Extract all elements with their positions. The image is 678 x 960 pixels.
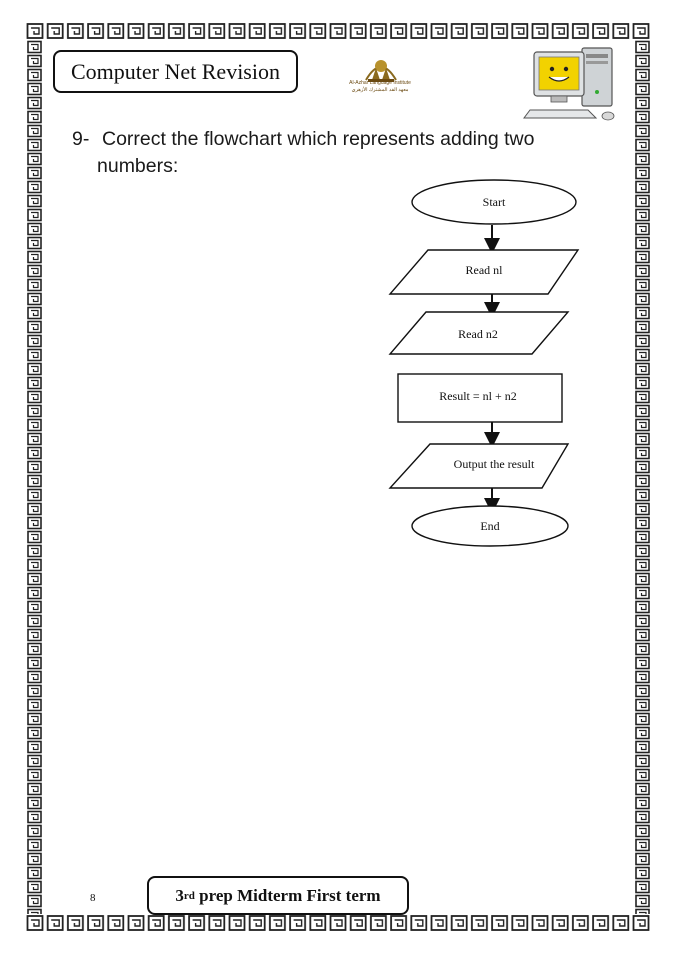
grade-number: 3: [175, 885, 184, 905]
flowchart-input-read-n2: [388, 311, 570, 355]
grade-suffix: rd: [183, 889, 195, 902]
question-line-2: numbers:: [97, 155, 179, 177]
flowchart-process-label: Result = nl + n2: [439, 389, 517, 403]
exam-label: prep Midterm First term: [199, 885, 381, 905]
flowchart: Start Read nl Read n2 Result = nl + n2 O…: [380, 178, 590, 558]
question-number: 9-: [72, 128, 90, 150]
institute-logo: [336, 52, 426, 98]
logo-text-ar: معهد الفد المشترك الأزهري: [351, 87, 409, 93]
flowchart-read-n2-label: Read n2: [458, 327, 498, 341]
decorative-border-left: [26, 40, 44, 914]
flowchart-input-read-n1: [388, 249, 580, 295]
flowchart-end-label: End: [480, 519, 499, 533]
flowchart-output-result: [388, 443, 570, 489]
flowchart-read-n1-label: Read nl: [466, 263, 504, 277]
logo-text-en: Al-Azhar Language Institute: [349, 80, 411, 86]
page-title: Computer Net Revision: [53, 50, 298, 93]
decorative-border-right: [634, 40, 652, 914]
flowchart-end-terminal: [411, 505, 569, 547]
institute-logo-text: Al-Azhar Language Institute معهد الفد ال…: [330, 80, 430, 94]
question-text: 9- Correct the flowchart which represents…: [72, 126, 592, 180]
decorative-border-top: [26, 22, 652, 40]
flowchart-start-terminal: [411, 179, 577, 225]
flowchart-process-result: [397, 373, 563, 423]
flowchart-start-label: Start: [483, 195, 506, 209]
page-number: 8: [90, 892, 96, 904]
flowchart-output-label: Output the result: [454, 457, 535, 471]
computer-illustration: [516, 44, 628, 124]
question-line-1: Correct the flowchart which represents a…: [102, 128, 535, 150]
decorative-border-bottom: [26, 914, 652, 932]
